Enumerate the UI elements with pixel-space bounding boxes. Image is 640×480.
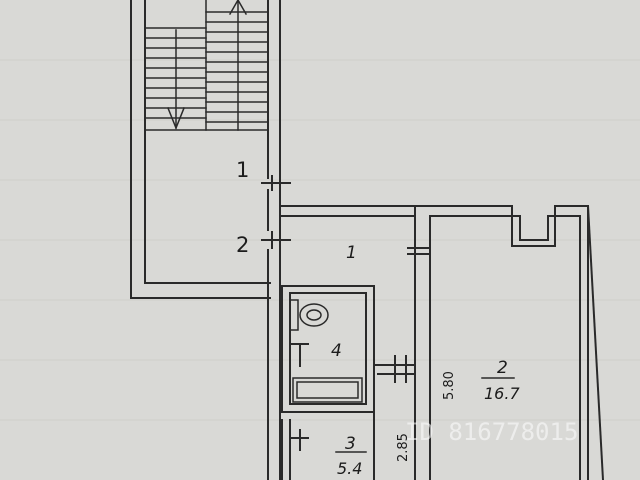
stair-marker-2: 2	[236, 233, 249, 257]
bathtub-icon	[292, 377, 363, 403]
stairwell-walls	[130, 0, 281, 480]
bathroom-walls	[281, 285, 381, 413]
room-3-walls	[281, 411, 375, 480]
room-2-area: 16.7	[484, 384, 520, 403]
stair-marker-1: 1	[236, 158, 249, 182]
room-3-number: 3	[345, 434, 356, 454]
stair-arrow-up-icon	[228, 0, 248, 131]
room-2-number: 2	[497, 358, 508, 378]
paper-grid	[0, 59, 640, 421]
stair-marker-ticks	[261, 175, 291, 249]
room-1-number: 1	[346, 243, 357, 263]
toilet-icon	[289, 299, 329, 331]
listing-watermark: ID 816778015	[405, 418, 578, 446]
dimension-2-85: 2.85	[396, 433, 411, 462]
door-marks	[377, 247, 431, 383]
dimension-5-80: 5.80	[442, 371, 457, 400]
room-3-area: 5.4	[337, 459, 362, 478]
stair-arrow-down-icon	[167, 29, 185, 131]
apartment-walls	[279, 204, 605, 480]
stair-flights	[144, 0, 269, 131]
room-4-number: 4	[331, 341, 342, 361]
bathroom-door-mark	[291, 343, 309, 367]
